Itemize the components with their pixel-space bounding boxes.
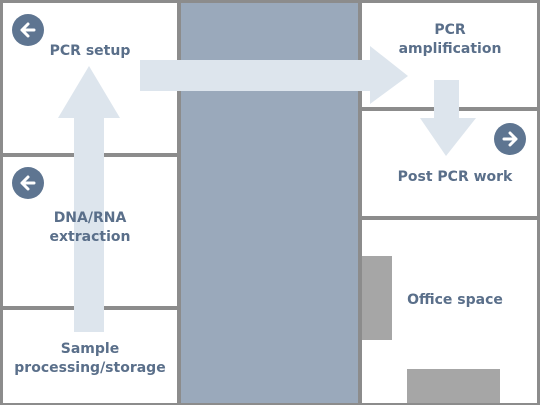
flow-arrow-up — [58, 66, 120, 332]
office-desk-left — [362, 256, 392, 340]
label-dna-rna-extraction: DNA/RNA extraction — [49, 210, 131, 245]
label-pcr-amplification: PCR amplification — [398, 22, 502, 57]
flow-arrow-down — [420, 80, 476, 156]
label-office-space: Office space — [407, 292, 503, 308]
arrow-right-icon — [494, 123, 526, 155]
flow-arrow-right — [140, 46, 408, 104]
arrow-left-icon — [12, 14, 44, 46]
label-pcr-setup: PCR setup — [49, 43, 131, 59]
arrow-left-icon — [12, 167, 44, 199]
label-sample-processing: Sample processing/storage — [14, 341, 166, 376]
office-desk-bottom — [407, 369, 500, 403]
label-post-pcr-work: Post PCR work — [397, 169, 513, 185]
